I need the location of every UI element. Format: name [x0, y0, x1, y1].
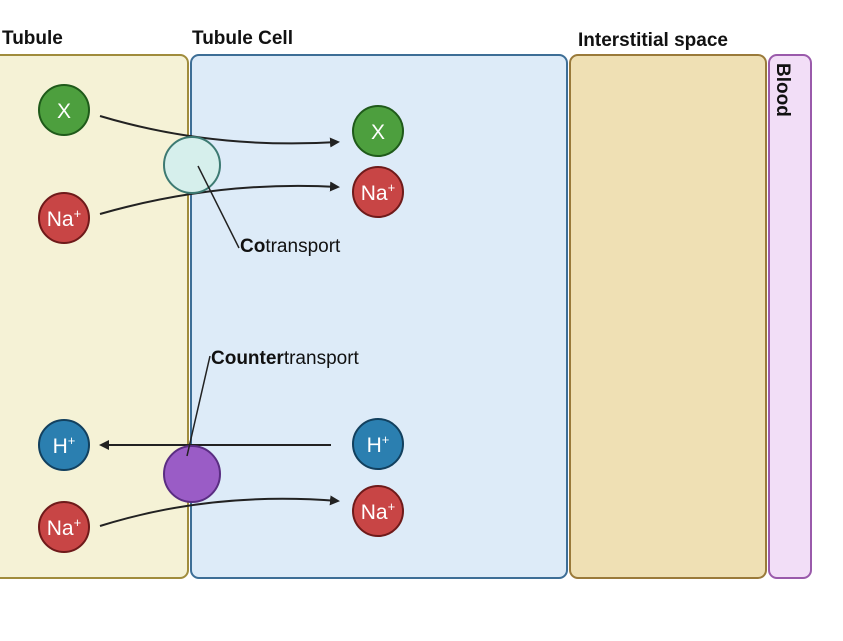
na-ion-cell-top: Na+ [352, 166, 404, 218]
x-cotransport-arrow [99, 115, 340, 148]
tubule-region [0, 54, 189, 579]
x-ion-tubule: X [38, 84, 90, 136]
x-ion-cell: X [352, 105, 404, 157]
countertransporter-protein [163, 445, 221, 503]
svg-text:Na+: Na+ [361, 180, 395, 205]
blood-region [768, 54, 812, 579]
na-countertransport-arrow [99, 495, 340, 527]
h-ion-tubule: H+ [38, 419, 90, 471]
h-ion-cell: H+ [352, 418, 404, 470]
svg-text:X: X [57, 100, 71, 123]
countertransport-label: Countertransport [211, 348, 360, 369]
na-ion-tubule-top: Na+ [38, 192, 90, 244]
blood-title: Blood [772, 63, 793, 117]
interstitial-space-region [569, 54, 767, 579]
na-ion-tubule-bottom: Na+ [38, 501, 90, 553]
na-ion-cell-bottom: Na+ [352, 485, 404, 537]
cotransporter-protein [163, 136, 221, 194]
cotransport-leader-line [197, 165, 240, 249]
tubule-title: Tubule [2, 28, 63, 49]
na-cotransport-arrow [99, 181, 340, 215]
countertransport-leader-line [186, 355, 211, 457]
svg-text:X: X [371, 121, 385, 144]
svg-text:Na+: Na+ [47, 206, 81, 231]
interstitial-space-title: Interstitial space [578, 30, 728, 51]
svg-text:Na+: Na+ [47, 515, 81, 540]
svg-text:H+: H+ [53, 433, 76, 458]
cotransport-label: Cotransport [240, 236, 341, 257]
svg-text:Na+: Na+ [361, 499, 395, 524]
tubule-cell-title: Tubule Cell [192, 28, 293, 49]
svg-text:H+: H+ [367, 432, 390, 457]
